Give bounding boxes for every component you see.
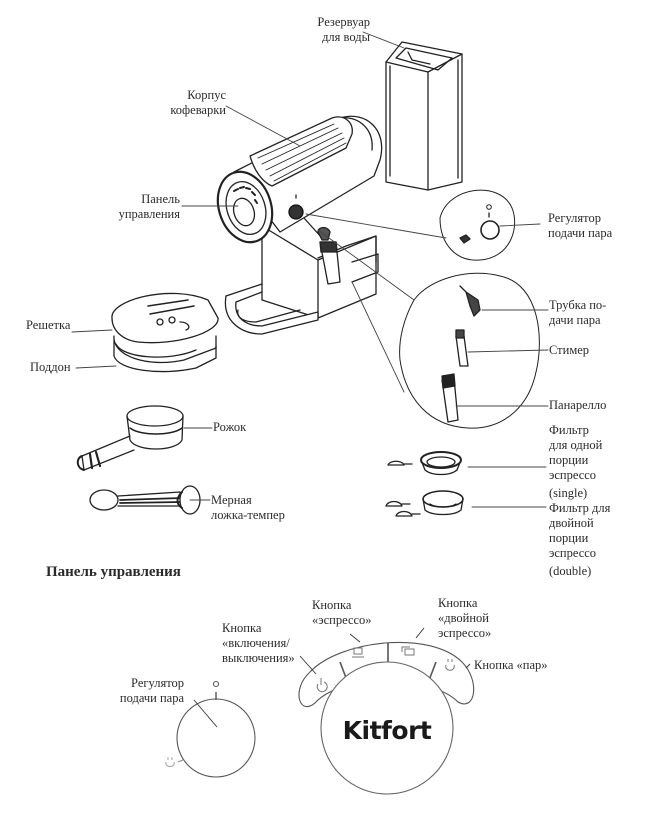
- cup-icon: [352, 647, 364, 658]
- label-filter-single: Фильтр для одной порции эспрессо (single…: [549, 423, 603, 500]
- portafilter-illustration: [76, 405, 184, 471]
- drip-tray-illustration: [111, 292, 219, 373]
- label-steam-button: Кнопка «пар»: [474, 658, 548, 672]
- label-steam-tube: Трубка по- дачи пара: [549, 298, 607, 327]
- coffee-machine-illustration: [216, 115, 383, 335]
- control-panel-illustration: [176, 627, 475, 795]
- steam-icon: [445, 659, 455, 671]
- water-tank-illustration: [385, 41, 463, 191]
- brand-logo: Kitfort: [343, 716, 432, 745]
- label-water-tank: Резервуар для воды: [317, 15, 370, 44]
- steam-small-icon: [165, 757, 175, 767]
- label-double-espresso-button: Кнопка «двойной эспрессо»: [438, 596, 492, 640]
- label-scoop-tamper: Мерная ложка-темпер: [211, 493, 285, 522]
- label-panarello: Панарелло: [549, 398, 607, 412]
- label-steam-regulator: Регулятор подачи пара: [548, 211, 613, 240]
- label-panel-steam-regulator: Регулятор подачи пара: [119, 676, 184, 705]
- label-filter-double: Фильтр для двойной порции эспрессо (doub…: [549, 501, 611, 578]
- label-steamer: Стимер: [549, 343, 590, 357]
- label-control-panel: Панель управления: [118, 192, 180, 221]
- section-title-control-panel: Панель управления: [46, 564, 181, 580]
- steam-regulator-dial: [176, 698, 256, 778]
- label-drip-tray: Поддон: [30, 360, 71, 374]
- scoop-tamper-illustration: [89, 485, 201, 515]
- label-portafilter: Рожок: [213, 420, 247, 434]
- regulator-detail-illustration: [439, 189, 516, 261]
- double-cup-icon: [401, 646, 415, 656]
- panel-icons: [316, 646, 455, 693]
- label-grate: Решетка: [26, 318, 71, 332]
- label-body: Корпус кофеварки: [170, 88, 226, 117]
- label-power-button: Кнопка «включения/ выключения»: [222, 621, 295, 665]
- leader-lines: [71, 31, 549, 508]
- filters-illustration: [385, 451, 464, 517]
- power-icon: [316, 678, 328, 693]
- label-espresso-button: Кнопка «эспрессо»: [312, 598, 372, 627]
